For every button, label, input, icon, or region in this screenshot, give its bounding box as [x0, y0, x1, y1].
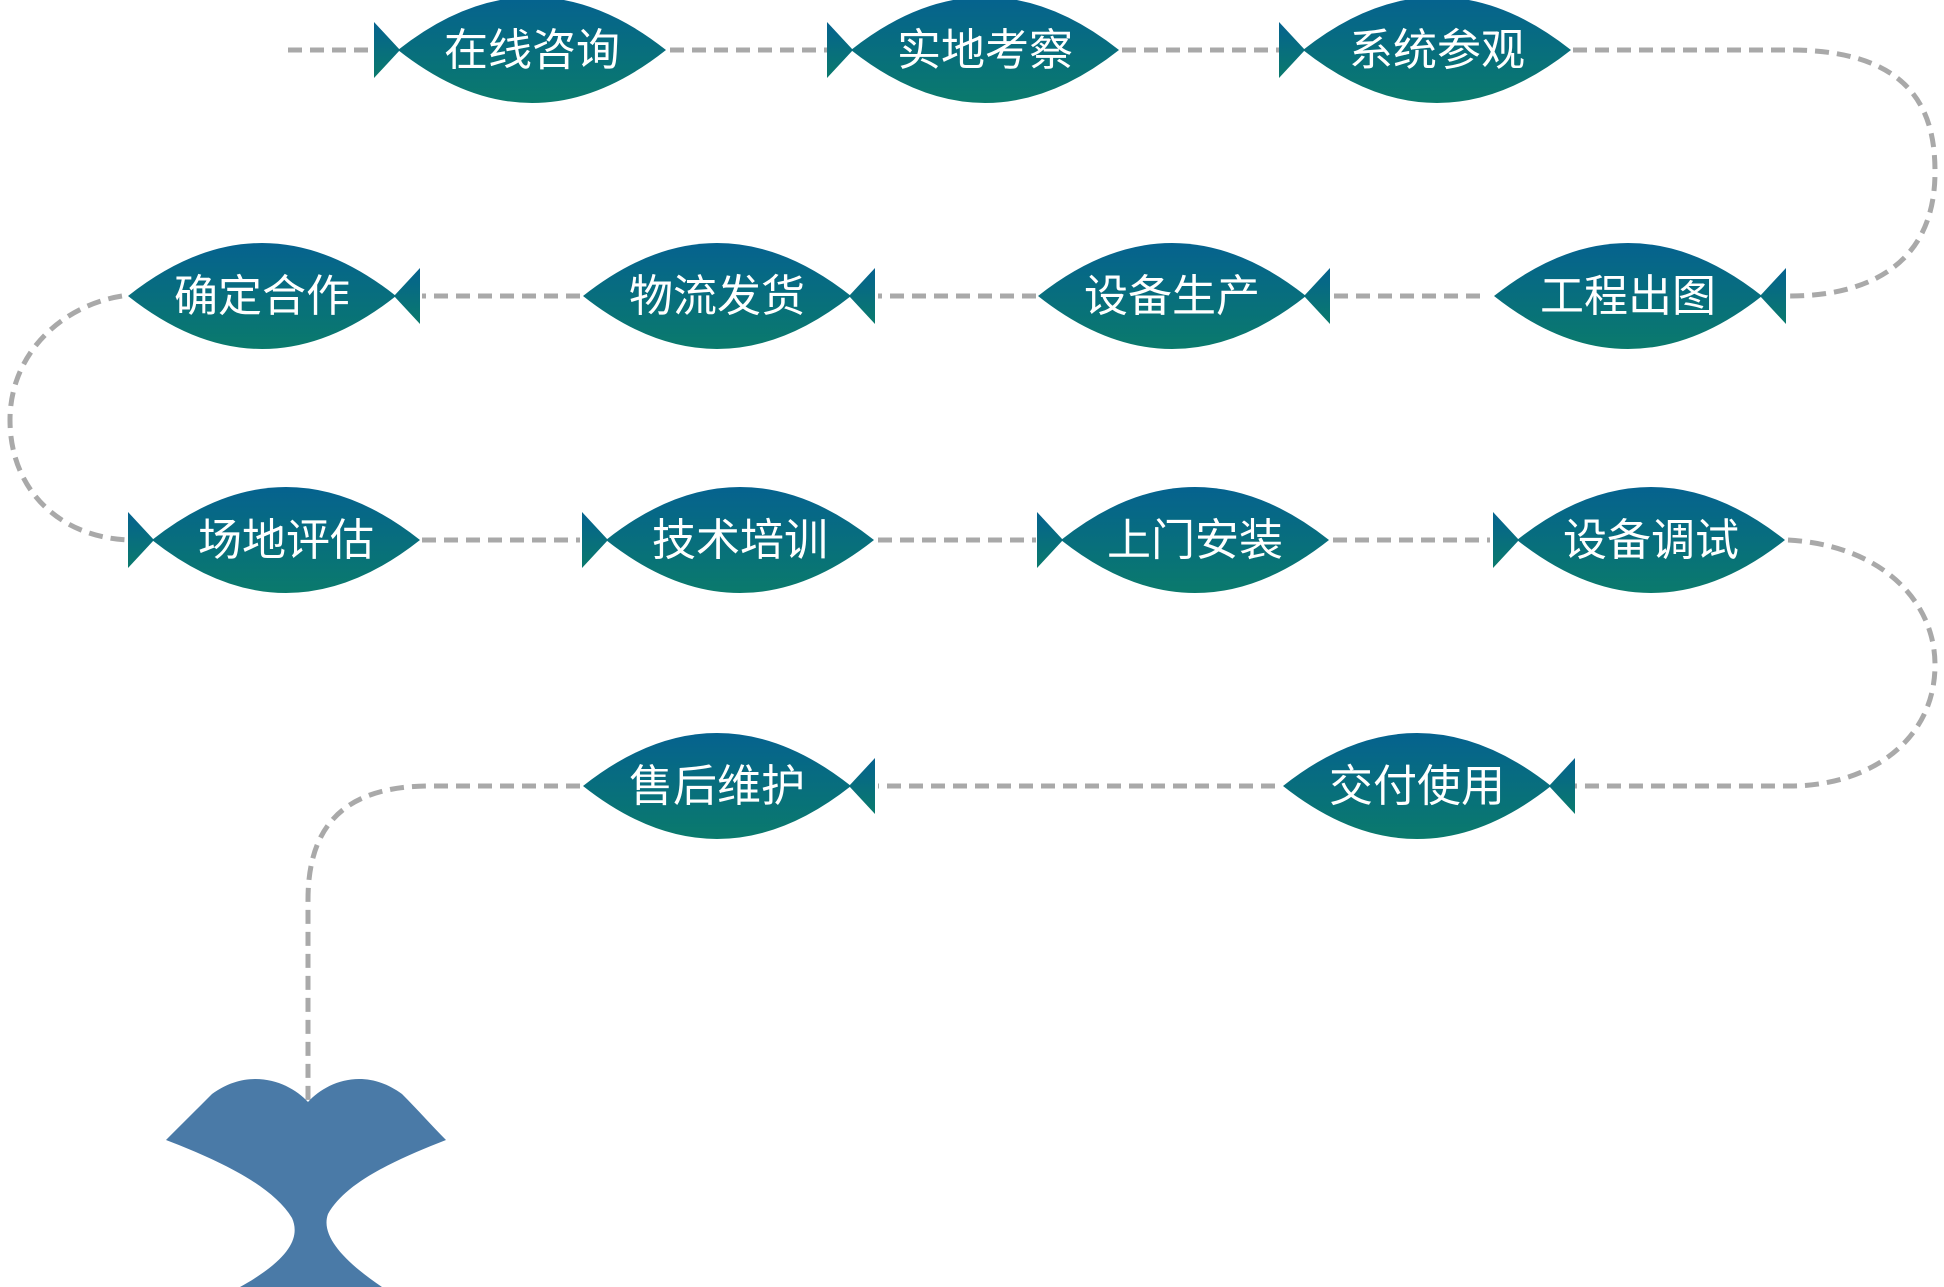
process-step-10: 上门安装 [1037, 487, 1329, 593]
step-label: 场地评估 [198, 515, 374, 566]
step-label: 售后维护 [629, 761, 805, 812]
step-label: 实地考察 [897, 25, 1073, 76]
step-label: 交付使用 [1329, 761, 1505, 812]
fish-body-icon [1038, 243, 1306, 349]
process-step-2: 实地考察 [827, 0, 1119, 103]
process-step-12: 交付使用 [1283, 733, 1575, 839]
process-step-7: 确定合作 [128, 243, 420, 349]
fish-tail-icon [849, 758, 875, 814]
fish-tail-icon [394, 268, 420, 324]
step-label: 确定合作 [174, 271, 350, 322]
whale-tail-icon [166, 1078, 446, 1287]
connector-3-4-curve [1573, 47, 1938, 299]
step-label: 设备生产 [1084, 271, 1260, 322]
fish-tail-icon [1304, 268, 1330, 324]
fish-body-icon [398, 0, 666, 103]
process-step-3: 系统参观 [1279, 0, 1571, 103]
fish-body-icon [128, 243, 396, 349]
process-step-9: 技术培训 [582, 487, 874, 593]
process-step-6: 物流发货 [583, 243, 875, 349]
step-label: 技术培训 [652, 515, 828, 566]
fish-tail-icon [1760, 268, 1786, 324]
step-label: 系统参观 [1349, 25, 1525, 76]
step-label: 上门安装 [1107, 515, 1283, 566]
fish-body-icon [583, 243, 851, 349]
process-step-11: 设备调试 [1493, 487, 1785, 593]
fish-tail-icon [827, 22, 853, 78]
step-label: 物流发货 [629, 271, 805, 322]
process-step-1: 在线咨询 [374, 0, 666, 103]
fish-body-icon [583, 733, 851, 839]
fish-body-icon [1303, 0, 1571, 103]
connector-11-12-curve [1570, 537, 1938, 789]
connector-lines [7, 47, 1938, 1100]
fish-body-icon [606, 487, 874, 593]
connector-7-8-curve [7, 293, 131, 543]
process-step-5: 设备生产 [1038, 243, 1330, 349]
connector-13-tail [305, 783, 580, 1100]
fish-tail-icon [128, 512, 154, 568]
fish-tail-icon [374, 22, 400, 78]
process-step-4: 工程出图 [1494, 243, 1786, 349]
process-step-13: 售后维护 [583, 733, 875, 839]
fish-tail-icon [849, 268, 875, 324]
step-label: 在线咨询 [444, 25, 620, 76]
fish-body-icon [1061, 487, 1329, 593]
process-step-8: 场地评估 [128, 487, 420, 593]
step-label: 工程出图 [1540, 271, 1716, 322]
fish-body-icon [851, 0, 1119, 103]
fish-tail-icon [1549, 758, 1575, 814]
fish-body-icon [1517, 487, 1785, 593]
fish-body-icon [1494, 243, 1762, 349]
fish-tail-icon [1037, 512, 1063, 568]
fish-body-icon [1283, 733, 1551, 839]
fish-body-icon [152, 487, 420, 593]
fish-tail-icon [1493, 512, 1519, 568]
fish-tail-icon [1279, 22, 1305, 78]
step-label: 设备调试 [1563, 515, 1739, 566]
fish-tail-icon [582, 512, 608, 568]
